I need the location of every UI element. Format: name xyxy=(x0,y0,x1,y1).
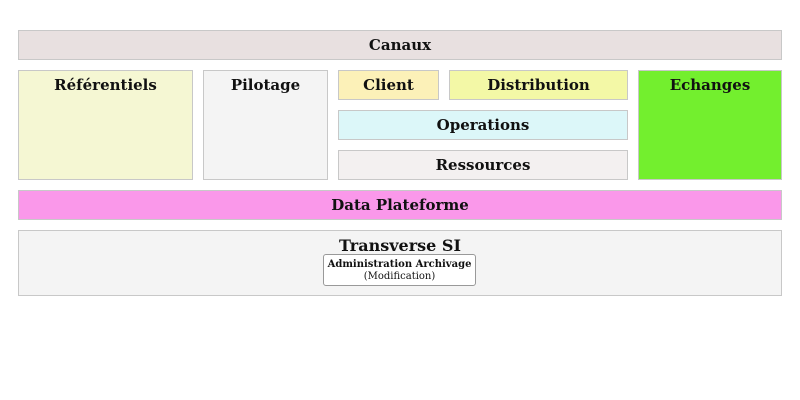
administration-archivage-box: Administration Archivage (Modification) xyxy=(323,254,476,286)
block-distribution: Distribution xyxy=(449,70,628,100)
block-distribution-label: Distribution xyxy=(487,76,590,94)
block-ressources: Ressources xyxy=(338,150,628,180)
block-echanges-label: Echanges xyxy=(669,76,751,94)
block-pilotage: Pilotage xyxy=(203,70,328,180)
block-referentiels: Référentiels xyxy=(18,70,193,180)
block-operations: Operations xyxy=(338,110,628,140)
block-transverse-si-label: Transverse SI xyxy=(339,236,461,255)
block-operations-label: Operations xyxy=(436,116,530,134)
block-transverse-si: Transverse SI Administration Archivage (… xyxy=(18,230,782,296)
block-client-label: Client xyxy=(363,76,414,94)
administration-archivage-title: Administration Archivage xyxy=(327,259,472,270)
block-data-plateforme-label: Data Plateforme xyxy=(331,196,469,214)
block-ressources-label: Ressources xyxy=(435,156,531,174)
block-referentiels-label: Référentiels xyxy=(54,76,157,94)
block-client: Client xyxy=(338,70,439,100)
administration-archivage-note: (Modification) xyxy=(363,271,436,282)
block-echanges: Echanges xyxy=(638,70,782,180)
block-data-plateforme: Data Plateforme xyxy=(18,190,782,220)
block-pilotage-label: Pilotage xyxy=(230,76,301,94)
block-canaux: Canaux xyxy=(18,30,782,60)
block-canaux-label: Canaux xyxy=(368,36,432,54)
